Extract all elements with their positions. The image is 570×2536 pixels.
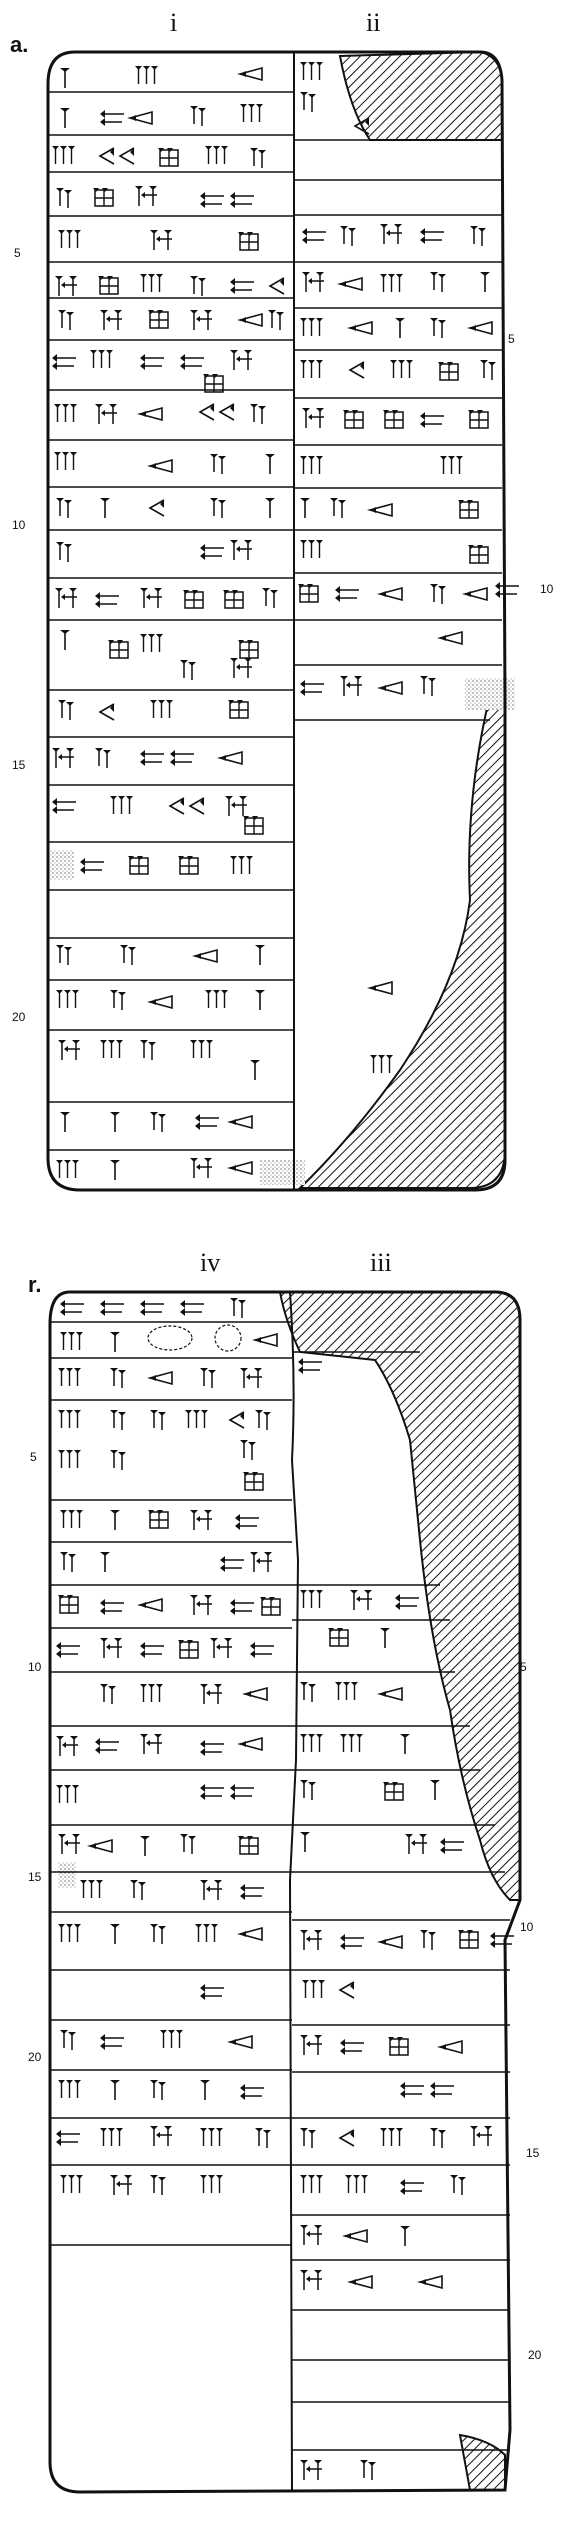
reverse-section: r. iv iii 5 10 15 20 5 10 15 20 xyxy=(0,1240,570,2536)
reverse-line-number-10: 10 xyxy=(28,1660,42,1674)
obverse-tablet-drawing xyxy=(46,50,520,1192)
obverse-line-number-5: 5 xyxy=(14,246,21,260)
obverse-right-line-number-10: 10 xyxy=(540,582,554,596)
reverse-line-number-15: 15 xyxy=(28,1870,42,1884)
reverse-right-line-number-10: 10 xyxy=(520,1920,534,1934)
obverse-line-number-10: 10 xyxy=(12,518,26,532)
obverse-section: a. i ii 5 10 15 20 5 10 xyxy=(0,0,570,1240)
obverse-right-line-number-5: 5 xyxy=(508,332,515,346)
obverse-line-number-20: 20 xyxy=(12,1010,26,1024)
reverse-column-label-iv: iv xyxy=(200,1248,221,1277)
reverse-right-line-number-5: 5 xyxy=(520,1660,527,1674)
obverse-side-label: a. xyxy=(10,32,29,57)
reverse-tablet-drawing xyxy=(48,1290,522,2494)
reverse-line-number-5: 5 xyxy=(30,1450,37,1464)
reverse-right-line-number-15: 15 xyxy=(526,2146,540,2160)
reverse-right-line-number-20: 20 xyxy=(528,2348,542,2362)
reverse-line-number-20: 20 xyxy=(28,2050,42,2064)
reverse-side-label: r. xyxy=(28,1272,42,1297)
obverse-column-label-ii: ii xyxy=(366,8,381,37)
obverse-line-number-15: 15 xyxy=(12,758,26,772)
obverse-column-label-i: i xyxy=(170,8,178,37)
reverse-column-label-iii: iii xyxy=(370,1248,392,1277)
